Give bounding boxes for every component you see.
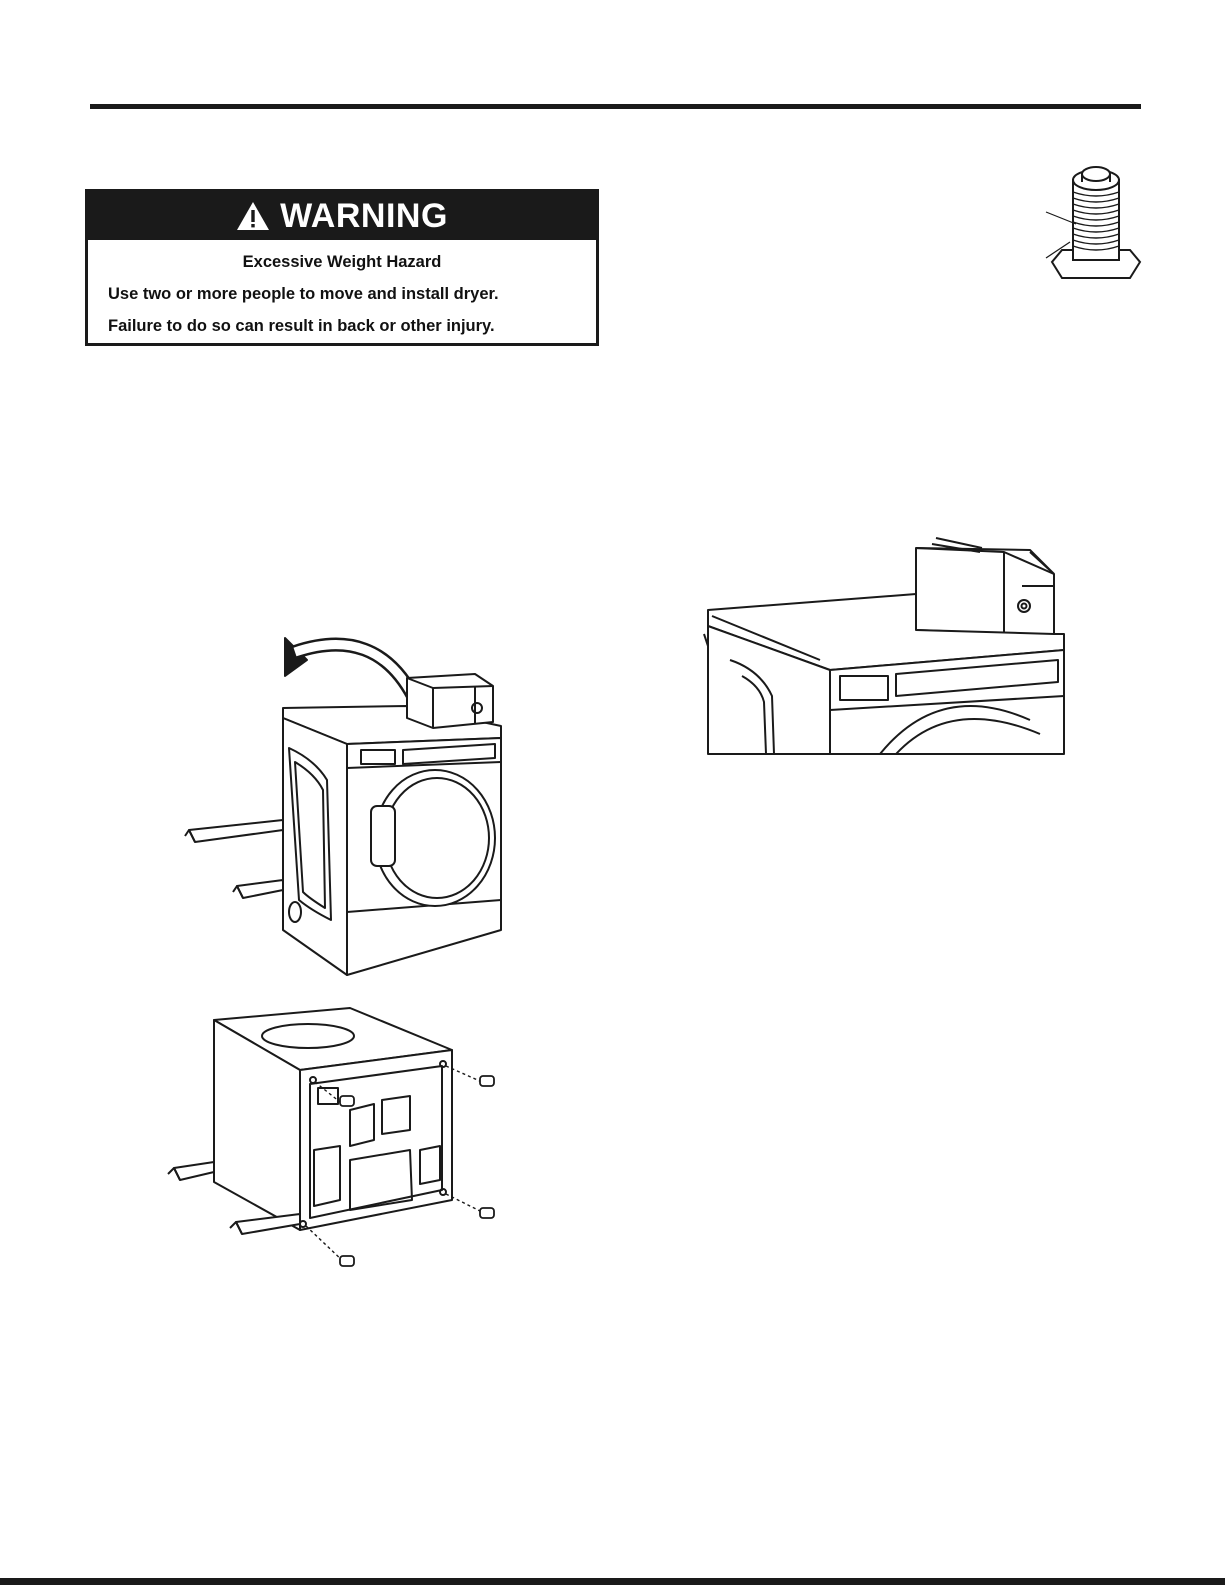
dryer-coinbox-illustration [690,530,1075,755]
warning-header: WARNING [88,192,596,240]
warning-consequence: Failure to do so can result in back or o… [108,317,596,336]
dryer-tip-illustration [175,630,515,985]
warning-subtitle: Excessive Weight Hazard [88,253,596,272]
warning-title: WARNING [280,197,448,236]
top-rule [90,104,1141,109]
leveling-leg-illustration [1040,150,1150,285]
bottom-rule [0,1578,1225,1585]
dryer-rear-illustration [160,1000,510,1285]
warning-instruction: Use two or more people to move and insta… [108,285,596,304]
warning-box: WARNING Excessive Weight Hazard Use two … [85,189,599,346]
warning-triangle-icon [236,201,270,231]
